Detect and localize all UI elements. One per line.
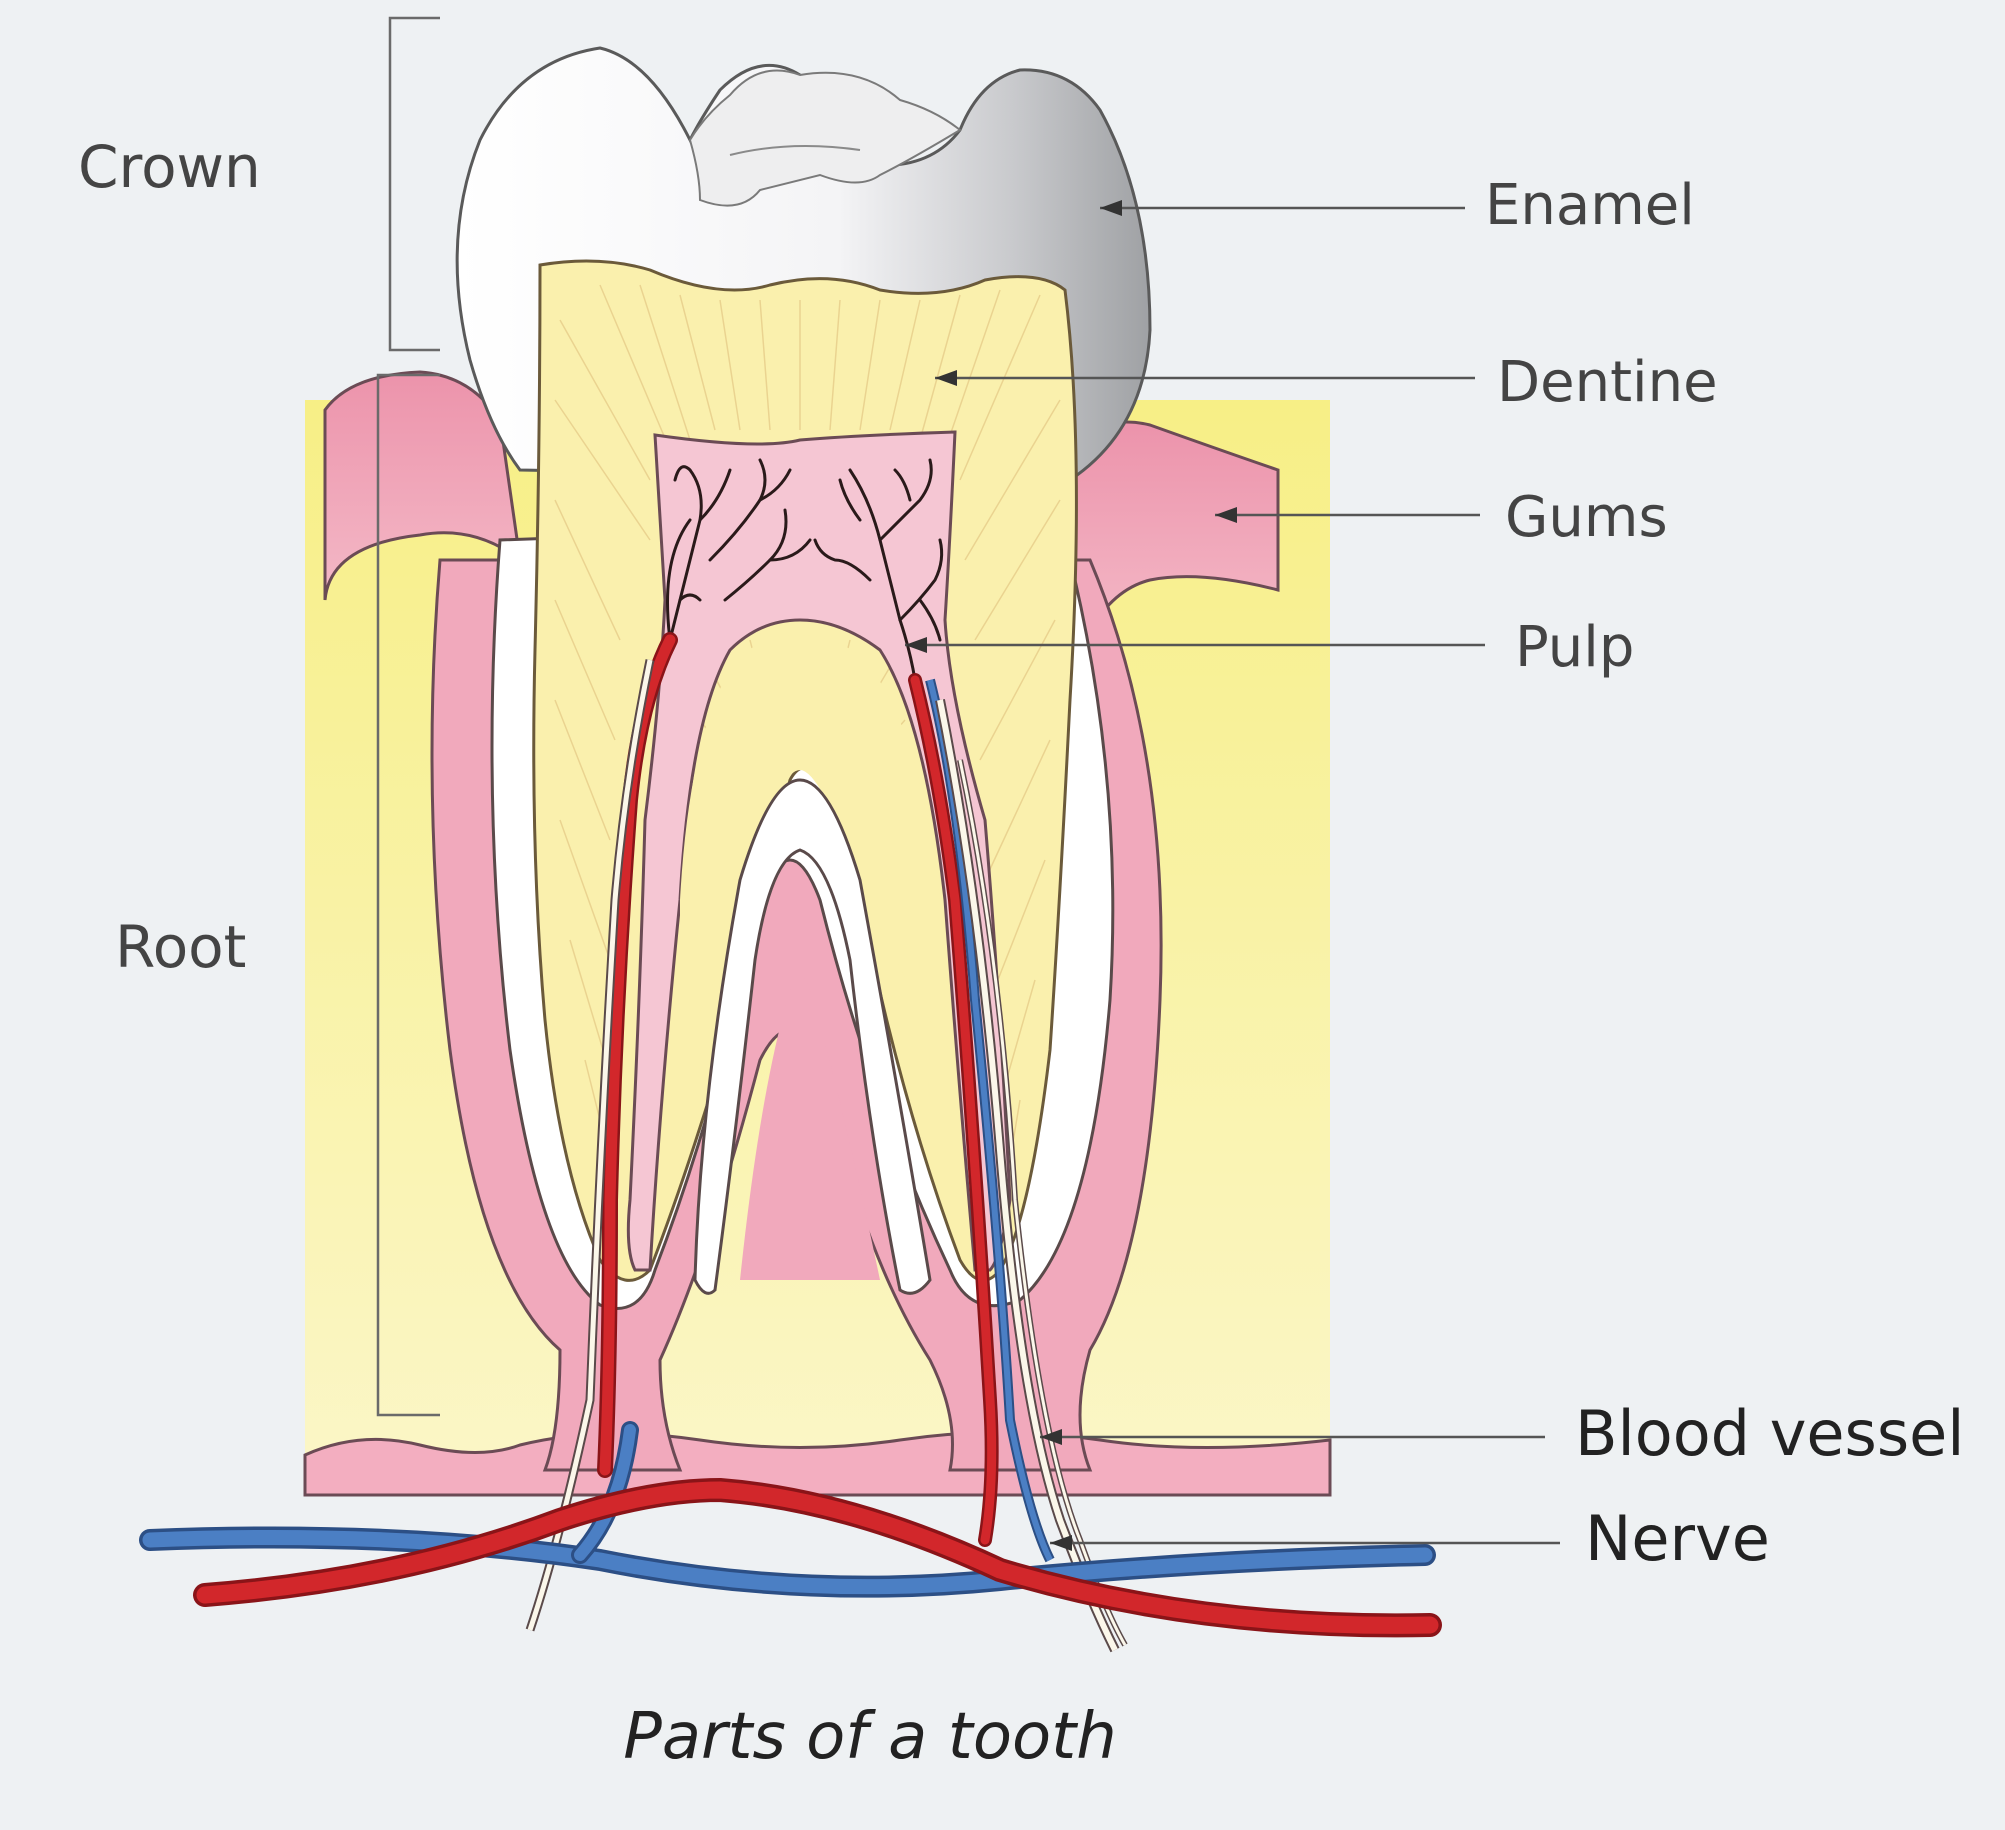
region-brackets [376, 16, 440, 1417]
leader-arrows [905, 200, 1237, 1551]
nerve-label: Nerve [1585, 1502, 1770, 1575]
root-label: Root [115, 913, 247, 981]
occlusal-surface [688, 69, 962, 207]
gums-label: Gums [1505, 485, 1668, 550]
blood-vessel-label: Blood vessel [1575, 1397, 1965, 1470]
pulp-label: Pulp [1515, 615, 1635, 680]
leader-lines [905, 206, 1560, 1545]
inter-root-band [693, 778, 932, 1295]
dentine-label: Dentine [1497, 350, 1718, 415]
pulp-chamber [626, 430, 1012, 1272]
inter-root-dentine [680, 635, 950, 1050]
crown-label: Crown [78, 133, 261, 201]
enamel-label: Enamel [1485, 173, 1695, 238]
pulp-nerve-branches [666, 458, 944, 682]
diagram-caption: Parts of a tooth [623, 1700, 1117, 1774]
